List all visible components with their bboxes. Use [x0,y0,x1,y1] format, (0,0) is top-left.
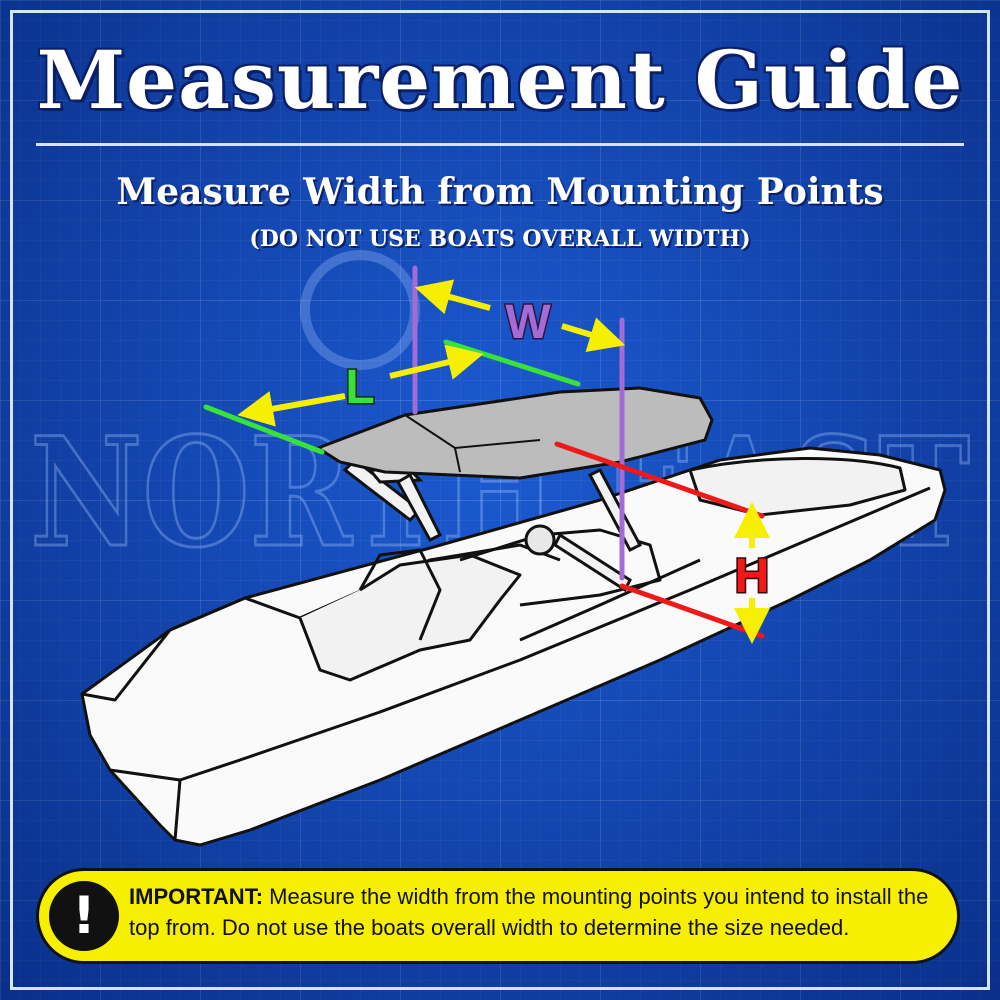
title-divider [36,143,964,146]
width-arrow-left [414,279,491,315]
page-frame [10,10,990,990]
page-subtitle: Measure Width from Mounting Points [116,171,884,213]
exclamation-icon: ! [49,881,119,951]
boat-hull [80,446,947,847]
length-arrow-right [389,344,484,380]
page-subnote: (DO NOT USE BOATS OVERALL WIDTH) [249,226,751,252]
dimension-arrows [237,279,770,644]
width-arrow-right [561,317,626,352]
height-label: H [735,550,770,603]
bimini-frame [342,458,643,593]
bimini-canopy [314,386,714,480]
length-label: L [345,361,374,414]
width-label: W [505,296,551,349]
length-arrow-left [237,391,346,427]
important-callout: ! IMPORTANT: Measure the width from the … [36,868,960,964]
callout-body: Measure the width from the mounting poin… [129,884,929,940]
callout-text: IMPORTANT: Measure the width from the mo… [129,881,949,943]
page-title: Measurement Guide [36,33,964,127]
callout-label: IMPORTANT: [129,884,264,909]
